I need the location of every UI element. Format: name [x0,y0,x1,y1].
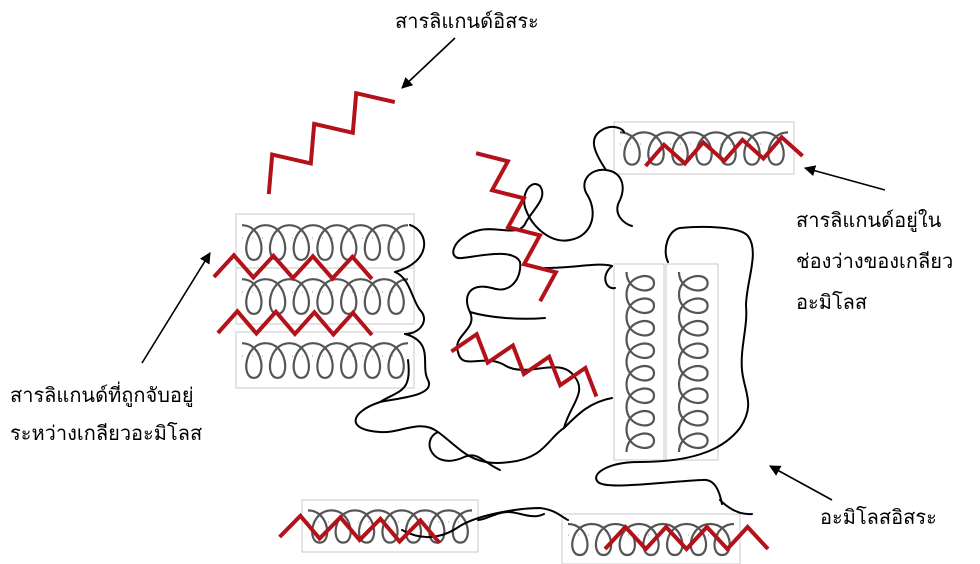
arrow-ligand-in-cavity [805,168,885,190]
arrow-ligand-between [142,253,210,363]
helix-panel-bottom-right [562,514,740,564]
helix-panel-top-right-frame [614,122,794,174]
helix-panel-left-3 [236,332,414,388]
arrow-free-ligand [402,38,455,88]
label-ligand-in-cavity-line-1: สารลิแกนด์อยู่ใน [796,200,953,241]
helix-panel-bottom-right-frame [562,514,740,564]
helix-panel-vertical-2-frame [666,264,718,460]
helix-panel-vertical-2 [666,264,718,460]
label-ligand-in-cavity-line-2: ช่องว่างของเกลียว [796,241,953,282]
label-ligand-in-cavity-line-3: อะมิโลส [796,282,953,323]
label-ligand-between-helices: สารลิแกนด์ที่ถูกจับอยู่ ระหว่างเกลียวอะม… [10,376,202,452]
label-free-ligand-text: สารลิแกนด์อิสระ [395,6,539,36]
label-free-ligand: สารลิแกนด์อิสระ [395,6,539,36]
helix-panel-left-1-frame [236,214,414,270]
label-ligand-between-helices-line-2: ระหว่างเกลียวอะมิโลส [10,414,202,452]
arrow-free-amylose [770,466,832,500]
helix-panel-top-right [614,122,794,174]
helix-panel-vertical-1-frame [614,264,664,460]
helix-panel-bottom-left [302,500,478,552]
label-free-amylose: อะมิโลสอิสระ [820,502,937,532]
label-ligand-in-cavity: สารลิแกนด์อยู่ใน ช่องว่างของเกลียว อะมิโ… [796,200,953,323]
helix-panel-left-1 [236,214,414,270]
helix-panel-left-3-frame [236,332,414,388]
helix-panel-left-2-frame [236,268,414,324]
helix-panel-bottom-left-frame [302,500,478,552]
label-free-amylose-text: อะมิโลสอิสระ [820,502,937,532]
ligand-free [269,93,395,194]
ligand-center [451,334,596,396]
helix-panel-vertical-1 [614,264,664,460]
helix-panels [236,122,794,564]
helix-panel-left-2 [236,268,414,324]
label-ligand-between-helices-line-1: สารลิแกนด์ที่ถูกจับอยู่ [10,376,202,414]
